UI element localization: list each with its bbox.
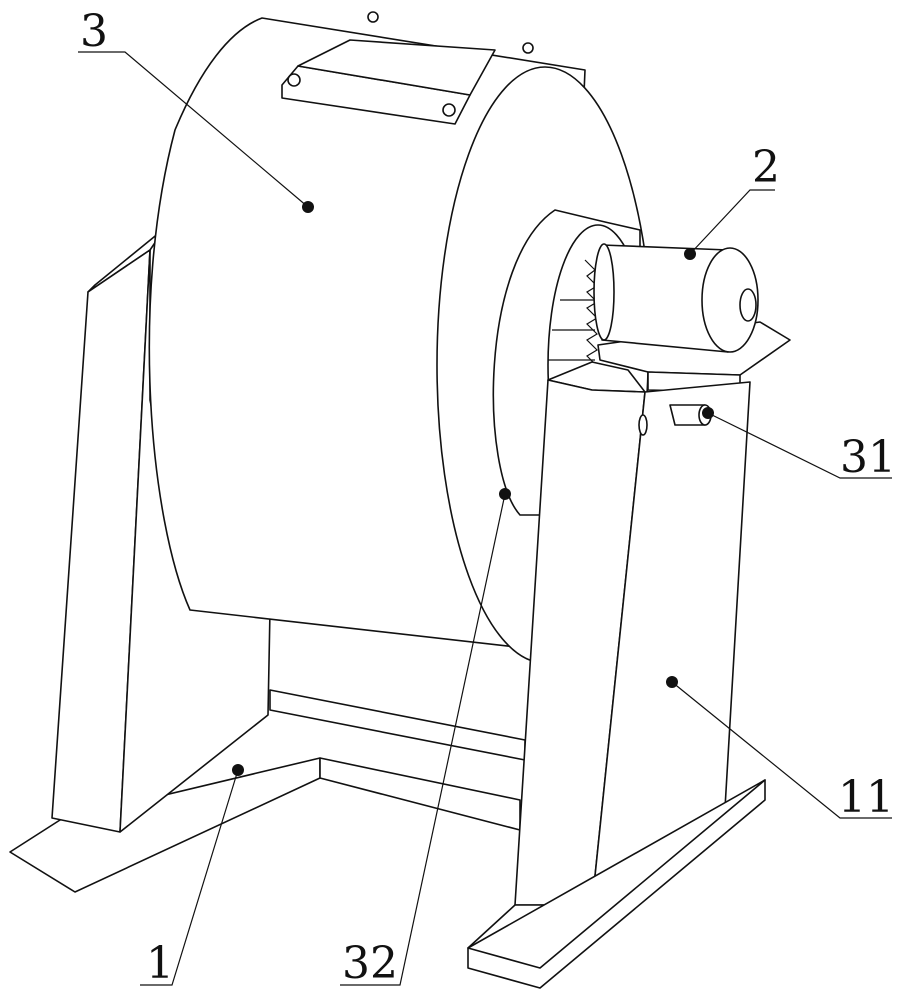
label-hub: 32 — [342, 942, 398, 986]
label-motor: 2 — [752, 146, 780, 190]
motor — [594, 244, 758, 352]
label-drum: 3 — [80, 10, 108, 54]
label-right-support: 11 — [838, 776, 894, 820]
label-base: 1 — [146, 942, 174, 986]
label-bracket: 31 — [840, 436, 896, 480]
